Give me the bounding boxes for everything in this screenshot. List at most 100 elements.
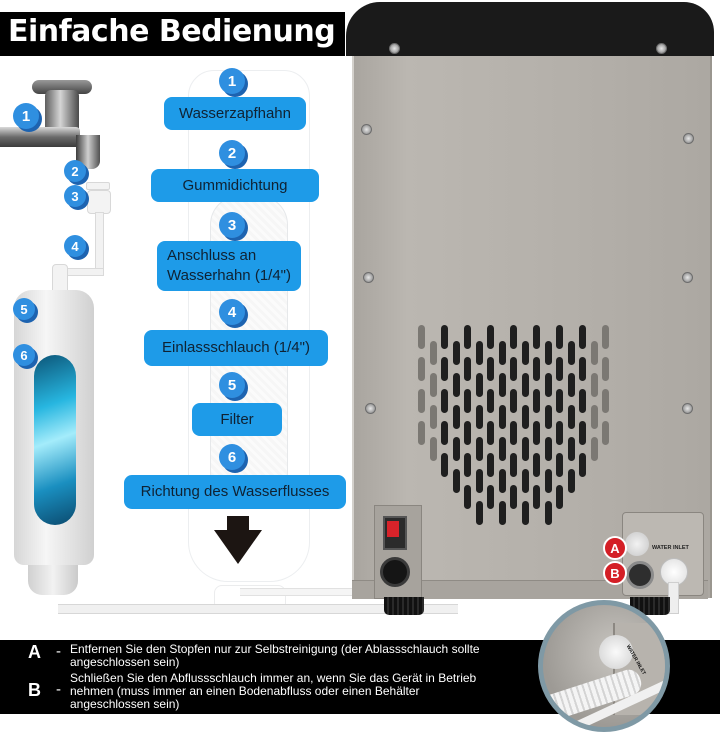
screw-icon bbox=[682, 272, 693, 283]
vent-slot bbox=[510, 453, 517, 477]
vent-slot bbox=[464, 421, 471, 445]
vent-slot bbox=[579, 357, 586, 381]
machine-foot-left bbox=[384, 597, 424, 615]
vent-slot bbox=[475, 469, 483, 493]
vent-slot bbox=[487, 389, 494, 413]
vent-slot bbox=[556, 421, 563, 445]
note-a-dash: - bbox=[56, 643, 61, 660]
vent-slot bbox=[556, 389, 563, 413]
vent-slot bbox=[579, 389, 586, 413]
vent-slot bbox=[521, 373, 529, 397]
screw-icon bbox=[682, 403, 693, 414]
vent-slot bbox=[602, 325, 609, 349]
screw-icon bbox=[656, 43, 667, 54]
vent-slot bbox=[452, 373, 460, 397]
note-b-text: Schließen Sie den Abflussschlauch immer … bbox=[70, 671, 477, 711]
vent-slot bbox=[510, 389, 517, 413]
outlet-tube-graphic bbox=[240, 588, 360, 596]
screw-icon bbox=[365, 403, 376, 414]
drain-port-b[interactable] bbox=[626, 561, 654, 589]
illustration-badge-2: 2 bbox=[64, 160, 86, 182]
filter-window-graphic bbox=[34, 355, 76, 525]
vent-slot bbox=[464, 325, 471, 349]
vent-slot bbox=[544, 469, 552, 493]
vent-slot bbox=[567, 437, 575, 461]
note-a-key: A bbox=[28, 642, 41, 662]
vent-slot bbox=[464, 389, 471, 413]
port-badge-b: B bbox=[603, 561, 627, 585]
drain-plug-a[interactable] bbox=[625, 532, 649, 556]
vent-slot bbox=[567, 341, 575, 365]
vent-slot bbox=[429, 341, 437, 365]
vent-slot bbox=[567, 373, 575, 397]
vent-slot bbox=[590, 405, 598, 429]
step-badge-2: 2 bbox=[219, 140, 245, 166]
vent-slot bbox=[441, 357, 448, 381]
water-inlet-label: WATER INLET bbox=[652, 545, 689, 551]
vent-slot bbox=[510, 485, 517, 509]
step-badge-5: 5 bbox=[219, 372, 245, 398]
ventilation-grille bbox=[418, 325, 616, 530]
vent-slot bbox=[590, 341, 598, 365]
illustration-badge-4: 4 bbox=[64, 235, 86, 257]
vent-slot bbox=[452, 469, 460, 493]
vent-slot bbox=[533, 485, 540, 509]
tap-connector-graphic bbox=[87, 190, 111, 214]
vent-slot bbox=[452, 341, 460, 365]
vent-slot bbox=[464, 357, 471, 381]
vent-slot bbox=[510, 357, 517, 381]
illustration-badge-5: 5 bbox=[13, 298, 35, 320]
vent-slot bbox=[602, 357, 609, 381]
vent-slot bbox=[498, 501, 506, 525]
step-badge-3: 3 bbox=[219, 212, 245, 238]
inset-plug-graphic bbox=[599, 635, 633, 669]
power-socket bbox=[380, 557, 410, 587]
vent-slot bbox=[475, 501, 483, 525]
vent-slot bbox=[556, 357, 563, 381]
page-title: Einfache Bedienung bbox=[8, 14, 336, 49]
vent-slot bbox=[487, 357, 494, 381]
vent-slot bbox=[429, 437, 437, 461]
vent-slot bbox=[418, 325, 425, 349]
vent-slot bbox=[452, 405, 460, 429]
vent-slot bbox=[590, 437, 598, 461]
note-b-dash: - bbox=[56, 681, 61, 698]
vent-slot bbox=[556, 453, 563, 477]
vent-slot bbox=[487, 453, 494, 477]
vent-slot bbox=[510, 421, 517, 445]
vent-slot bbox=[418, 421, 425, 445]
vent-slot bbox=[544, 405, 552, 429]
inlet-hose-graphic bbox=[95, 212, 104, 274]
machine-base-strip bbox=[352, 580, 708, 599]
vent-slot bbox=[487, 325, 494, 349]
screw-icon bbox=[363, 272, 374, 283]
vent-slot bbox=[487, 485, 494, 509]
vent-slot bbox=[521, 437, 529, 461]
note-a-text: Entfernen Sie den Stopfen nur zur Selbst… bbox=[70, 642, 480, 669]
vent-slot bbox=[556, 485, 563, 509]
screw-icon bbox=[361, 124, 372, 135]
vent-slot bbox=[418, 389, 425, 413]
vent-slot bbox=[579, 325, 586, 349]
vent-slot bbox=[533, 421, 540, 445]
vent-slot bbox=[521, 501, 529, 525]
flow-arrow-icon bbox=[227, 516, 249, 532]
vent-slot bbox=[475, 437, 483, 461]
vent-slot bbox=[498, 437, 506, 461]
step-badge-4: 4 bbox=[219, 299, 245, 325]
vent-slot bbox=[441, 453, 448, 477]
vent-slot bbox=[429, 373, 437, 397]
supply-tube-graphic bbox=[58, 604, 458, 614]
title-banner bbox=[0, 12, 345, 56]
vent-slot bbox=[487, 421, 494, 445]
vent-slot bbox=[429, 405, 437, 429]
step-badge-6: 6 bbox=[219, 444, 245, 470]
vent-slot bbox=[441, 421, 448, 445]
vent-slot bbox=[475, 405, 483, 429]
vent-slot bbox=[498, 405, 506, 429]
vent-slot bbox=[602, 389, 609, 413]
vent-slot bbox=[498, 341, 506, 365]
vent-slot bbox=[521, 341, 529, 365]
vent-slot bbox=[475, 373, 483, 397]
vent-slot bbox=[441, 389, 448, 413]
